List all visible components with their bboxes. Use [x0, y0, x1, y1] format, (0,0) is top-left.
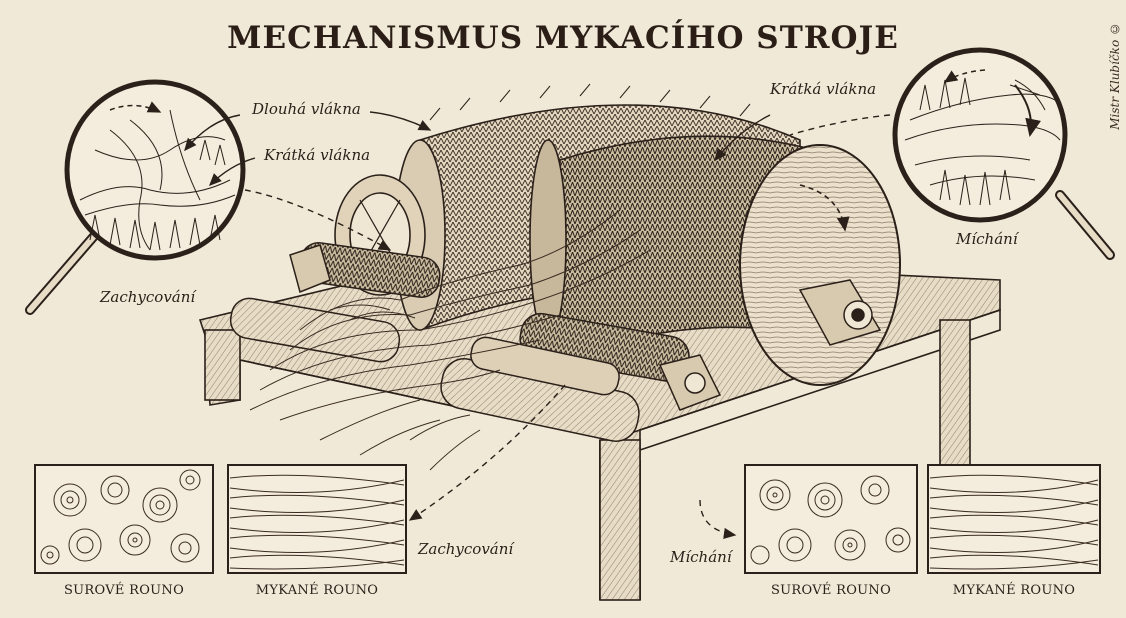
label-long-fibers: Dlouhá vlákna: [252, 100, 361, 118]
fiber-fleece: [249, 209, 651, 471]
feed-rollers: [229, 242, 690, 442]
label-mixing-right: Míchání: [956, 230, 1018, 248]
magnifier-right: [892, 47, 1115, 260]
artist-signature: Mistr Klubíčko ©: [1108, 22, 1122, 130]
page-title: MECHANISMUS MYKACÍHO STROJE: [227, 20, 899, 56]
caption-raw-left: SUROVÉ ROUNO: [63, 583, 185, 598]
panel-carded-right: [927, 464, 1101, 574]
caption-raw-right: SUROVÉ ROUNO: [770, 583, 892, 598]
caption-carded-left: MYKANÉ ROUNO: [255, 583, 379, 598]
label-mixing-center: Míchání: [670, 548, 732, 566]
bearing-blocks: [289, 244, 882, 411]
label-short-fibers-right: Krátká vlákna: [770, 80, 877, 98]
leader-lines: [184, 111, 891, 539]
panel-carded-left: [227, 464, 407, 574]
magnifier-left: [25, 79, 246, 315]
label-catching-left: Zachycování: [100, 288, 196, 306]
caption-carded-right: MYKANÉ ROUNO: [952, 583, 1076, 598]
panel-raw-right: [744, 464, 918, 574]
panel-raw-left: [34, 464, 214, 574]
label-catching-center: Zachycování: [418, 540, 514, 558]
label-short-fibers-left: Krátká vlákna: [264, 146, 371, 164]
